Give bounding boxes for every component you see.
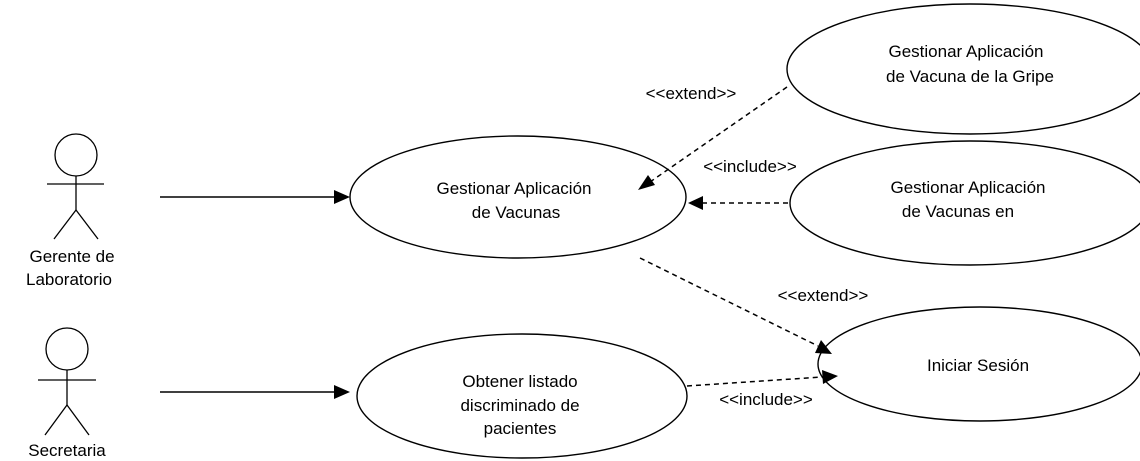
use-case-label-line-2: de Vacuna de la Gripe: [886, 67, 1054, 86]
use-case-label-line-3: pacientes: [484, 419, 557, 438]
use-case-obtener-listado: [356, 333, 688, 459]
dependency-include-en: [688, 196, 788, 210]
dependency-include-listado: [686, 370, 838, 387]
actor-secretaria: [38, 327, 96, 436]
actor-gerente-de-laboratorio: [47, 133, 104, 240]
arrowhead-icon: [638, 175, 655, 190]
actor-head: [54, 133, 98, 177]
use-case-gestionar-en: [789, 140, 1140, 266]
actor-label: Secretaria: [28, 441, 106, 460]
use-case-label-line-2: discriminado de: [460, 396, 579, 415]
actor-leg-right: [66, 404, 90, 436]
actor-label-line-1: Gerente de: [29, 247, 114, 266]
relation-label: <<extend>>: [778, 286, 869, 305]
relation-label: <<include>>: [719, 390, 813, 409]
dependency-extend-gripe: [638, 86, 788, 190]
association-gerente: [160, 190, 350, 204]
relation-label: <<include>>: [703, 157, 797, 176]
use-case-label-line-1: Obtener listado: [462, 372, 577, 391]
arrowhead-icon: [334, 385, 350, 399]
use-case-label-line-2: de Vacunas: [472, 203, 561, 222]
actor-leg-left: [44, 404, 68, 436]
arrowhead-icon: [334, 190, 350, 204]
relation-label: <<extend>>: [646, 84, 737, 103]
use-case-label-line-1: Gestionar Aplicación: [891, 178, 1046, 197]
actor-leg-left: [53, 209, 77, 240]
arrowhead-icon: [815, 340, 832, 354]
use-case-label-line-2: de Vacunas en: [902, 202, 1014, 221]
actor-label-line-2: Laboratorio: [26, 270, 112, 289]
dependency-extend-sesion: [639, 257, 832, 354]
use-case-label: Iniciar Sesión: [927, 356, 1029, 375]
use-case-label-line-1: Gestionar Aplicación: [889, 42, 1044, 61]
association-secretaria: [160, 385, 350, 399]
use-case-gestionar-vacunas: [349, 135, 687, 259]
use-case-iniciar-sesion: [817, 306, 1140, 422]
arrowhead-icon: [822, 370, 838, 384]
arrowhead-icon: [688, 196, 703, 210]
actor-head: [45, 327, 89, 371]
use-case-gestionar-gripe: [786, 3, 1140, 135]
use-case-label-line-1: Gestionar Aplicación: [437, 179, 592, 198]
actor-leg-right: [75, 209, 99, 240]
